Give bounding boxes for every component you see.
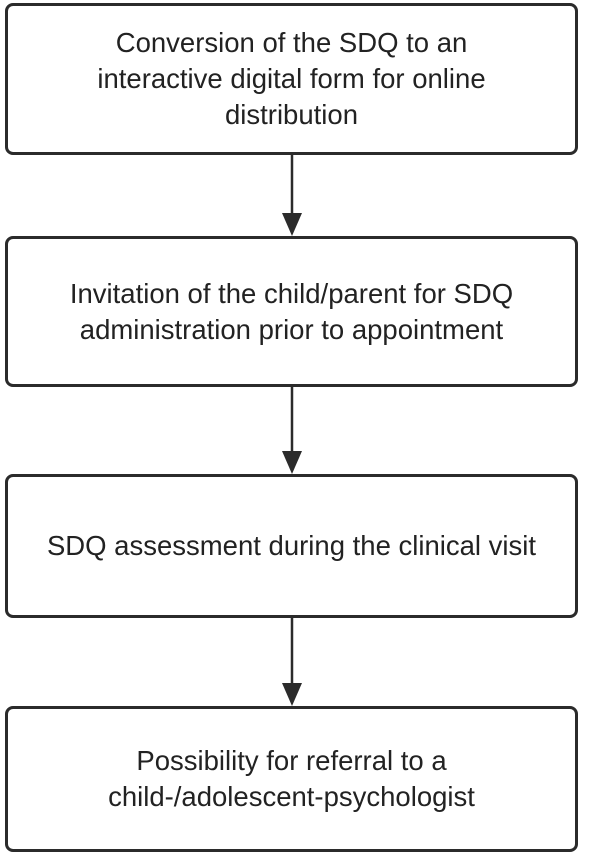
arrow-down-icon [282,387,302,474]
step-label: Conversion of the SDQ to an interactive … [97,27,486,130]
step-label: Invitation of the child/parent for SDQ a… [69,277,514,345]
step-box-assessment: SDQ assessment during the clinical visit [5,474,578,618]
step-label: SDQ assessment during the clinical visit [46,530,537,561]
step-box-referral: Possibility for referral to a child-/ado… [5,706,578,852]
step-box-invitation: Invitation of the child/parent for SDQ a… [5,236,578,387]
arrow-down-icon [282,618,302,706]
arrow-down-icon [282,155,302,236]
step-label: Possibility for referral to a child-/ado… [108,745,475,812]
step-box-conversion: Conversion of the SDQ to an interactive … [5,3,578,155]
